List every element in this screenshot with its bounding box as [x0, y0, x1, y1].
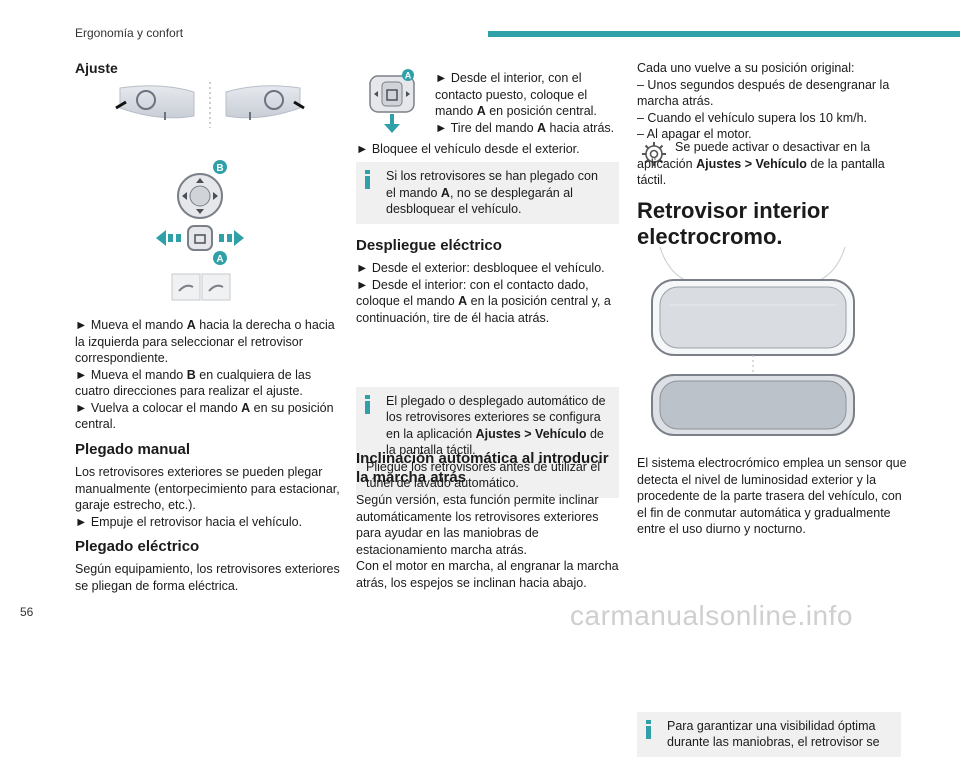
control-pull-icon: A: [369, 69, 415, 133]
note-visibility: Para garantizar una visibilidad óptima d…: [637, 711, 901, 757]
mirror-fold-illustration: [115, 82, 305, 128]
section-despliegue: Despliegue eléctrico ► Desde el exterior…: [356, 236, 621, 326]
electrochromic-description: El sistema electrocrómico emplea un sens…: [637, 456, 907, 536]
section-plegado-electrico: Plegado eléctrico Según equipamiento, lo…: [75, 538, 340, 593]
info-icon: [646, 719, 651, 739]
settings-note: Se puede activar o desactivar en la apli…: [637, 140, 885, 187]
intro-steps: ► Desde el interior, con el contacto pue…: [435, 71, 615, 135]
info-icon: [365, 394, 370, 414]
heading-despliegue: Despliegue eléctrico: [356, 237, 502, 254]
gear-icon: [642, 142, 666, 166]
running-header: Ergonomía y confort: [75, 26, 184, 40]
label-b: B: [216, 163, 223, 174]
heading-plegado-electrico: Plegado eléctrico: [75, 538, 200, 555]
page-number: 56: [20, 605, 34, 619]
label-a: A: [216, 254, 223, 265]
watermark: carmanualsonline.info: [570, 600, 853, 631]
section-inclinacion: Inclinación automática al introducir la …: [356, 449, 621, 591]
heading-inclinacion: Inclinación automática al introducir la …: [356, 450, 609, 486]
header-accent-bar: [488, 31, 960, 37]
note-folded-mirrors: Si los retrovisores se han plegado con e…: [356, 162, 619, 224]
title-retrovisor: Retrovisor interior electrocromo.: [637, 198, 829, 249]
return-conditions: Cada uno vuelve a su posición original: …: [637, 61, 890, 141]
note-auto-fold: El plegado o desplegado automático de lo…: [356, 386, 619, 498]
adjust-steps: ► Mueva el mando A hacia la derecha o ha…: [75, 318, 335, 431]
section-plegado-manual: Plegado manual Los retrovisores exterior…: [75, 441, 340, 529]
svg-text:A: A: [405, 71, 412, 81]
rearview-mirror-illustration: [651, 246, 855, 436]
info-icon: [365, 170, 370, 189]
lock-step: ► Bloquee el vehículo desde el exterior.: [356, 142, 580, 156]
joystick-control-diagram: B A: [156, 160, 244, 301]
heading-ajuste: Ajuste: [75, 60, 118, 76]
heading-plegado-manual: Plegado manual: [75, 441, 191, 458]
